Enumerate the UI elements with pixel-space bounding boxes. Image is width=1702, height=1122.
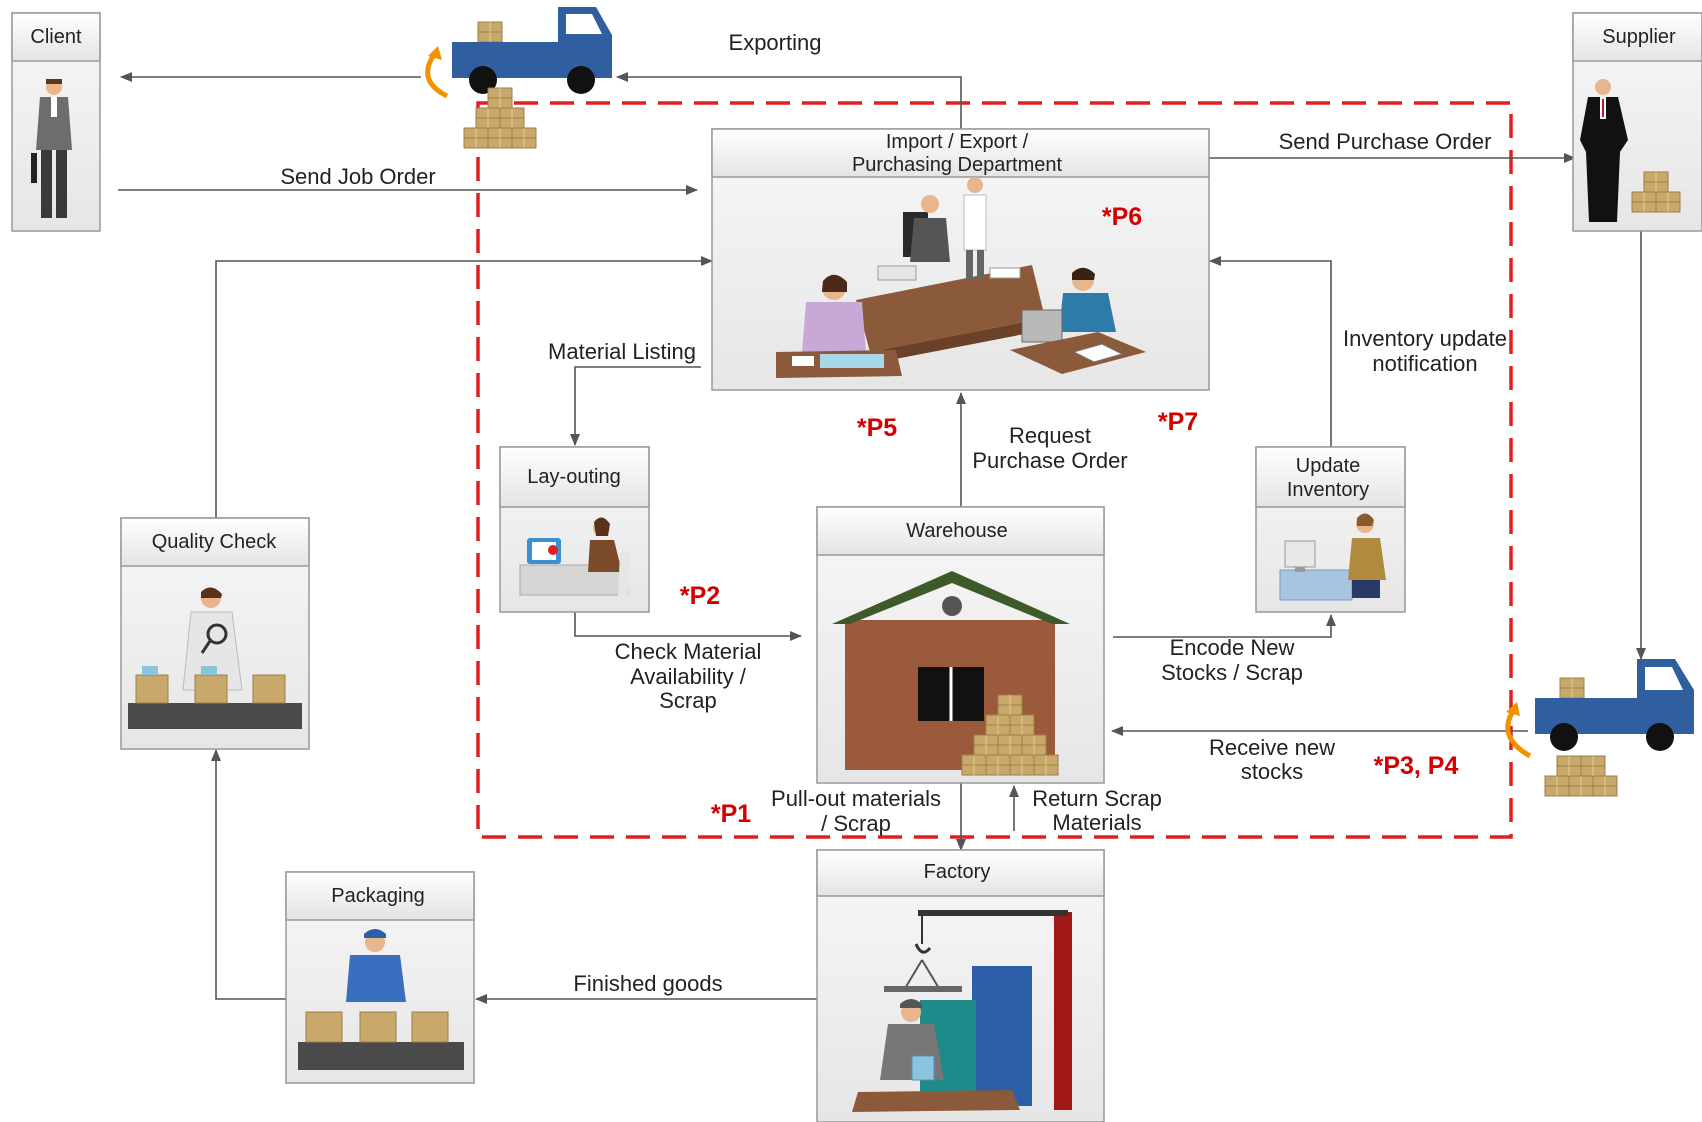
businessman-icon (31, 79, 72, 218)
layouting-box[interactable]: Lay-outing (499, 446, 650, 613)
purchasing-title-line2: Purchasing Department (852, 154, 1063, 176)
factory-box[interactable]: Factory (816, 849, 1105, 1122)
flow-labels: Exporting Send Job Order Send Purchase O… (280, 30, 1507, 996)
packaging-box[interactable]: Packaging (285, 871, 475, 1084)
cargo-boxes-icon (1544, 755, 1618, 797)
system-boundary (476, 101, 1513, 839)
computer-worker-icon (519, 517, 630, 596)
label-request-po-line1: Request (1009, 423, 1091, 448)
label-request-po-line2: Purchase Order (972, 448, 1127, 473)
warehouse-title: Warehouse (906, 520, 1008, 542)
worker-icon (852, 999, 1020, 1112)
label-send-purchase-order: Send Purchase Order (1279, 129, 1492, 154)
label-finished-goods: Finished goods (573, 971, 722, 996)
connectors (118, 72, 1646, 1004)
label-pullout-line2: / Scrap (821, 811, 891, 836)
label-exporting: Exporting (729, 30, 822, 55)
label-send-job-order: Send Job Order (280, 164, 435, 189)
label-encode-stocks-line1: Encode New (1170, 635, 1295, 660)
truck-icon (425, 7, 612, 99)
label-receive-stocks-line2: stocks (1241, 759, 1303, 784)
cargo-boxes-icon (463, 87, 537, 149)
update-inventory-title-line1: Update (1296, 455, 1361, 477)
label-pullout-line1: Pull-out materials (771, 786, 941, 811)
supplier-box[interactable]: Supplier (1572, 12, 1702, 232)
building-icon (920, 966, 1032, 1106)
inspector-icon (128, 587, 302, 729)
label-encode-stocks-line2: Stocks / Scrap (1161, 660, 1303, 685)
packaging-title: Packaging (331, 885, 424, 907)
marker-p6: *P6 (1102, 203, 1142, 231)
purchasing-title-line1: Import / Export / (886, 131, 1029, 153)
marker-p7: *P7 (1158, 408, 1198, 436)
factory-title: Factory (924, 861, 991, 883)
quality-check-title: Quality Check (152, 531, 277, 553)
truck-icon (1505, 659, 1694, 759)
label-material-listing: Material Listing (548, 339, 696, 364)
marker-p3-p4: *P3, P4 (1374, 752, 1459, 780)
businessman-icon (1580, 79, 1628, 222)
client-box[interactable]: Client (11, 12, 101, 232)
process-markers: *P1 *P2 *P3, P4 *P5 *P6 *P7 (680, 203, 1459, 828)
marker-p5: *P5 (857, 414, 897, 442)
marker-p2: *P2 (680, 582, 720, 610)
office-meeting-icon (776, 177, 1146, 378)
warehouse-box[interactable]: Warehouse (816, 506, 1105, 784)
label-inventory-update-line1: Inventory update (1343, 326, 1507, 351)
packer-icon (298, 929, 464, 1070)
client-title: Client (30, 26, 82, 48)
quality-check-box[interactable]: Quality Check (120, 517, 310, 750)
label-return-scrap-line1: Return Scrap (1032, 786, 1162, 811)
update-inventory-title-line2: Inventory (1287, 479, 1369, 501)
layouting-title: Lay-outing (527, 466, 620, 488)
crane-icon (884, 910, 1072, 1110)
update-inventory-box[interactable]: Update Inventory (1255, 446, 1406, 613)
marker-p1: *P1 (711, 800, 751, 828)
computer-worker-icon (1279, 513, 1386, 601)
label-inventory-update-line2: notification (1372, 351, 1477, 376)
label-receive-stocks-line1: Receive new (1209, 735, 1335, 760)
supplier-title: Supplier (1602, 26, 1676, 48)
label-check-material-line2: Availability / (630, 664, 747, 689)
label-return-scrap-line2: Materials (1052, 810, 1141, 835)
purchasing-department-box[interactable]: Import / Export / Purchasing Department (711, 128, 1210, 391)
label-check-material-line3: Scrap (659, 688, 716, 713)
label-check-material-line1: Check Material (615, 639, 762, 664)
